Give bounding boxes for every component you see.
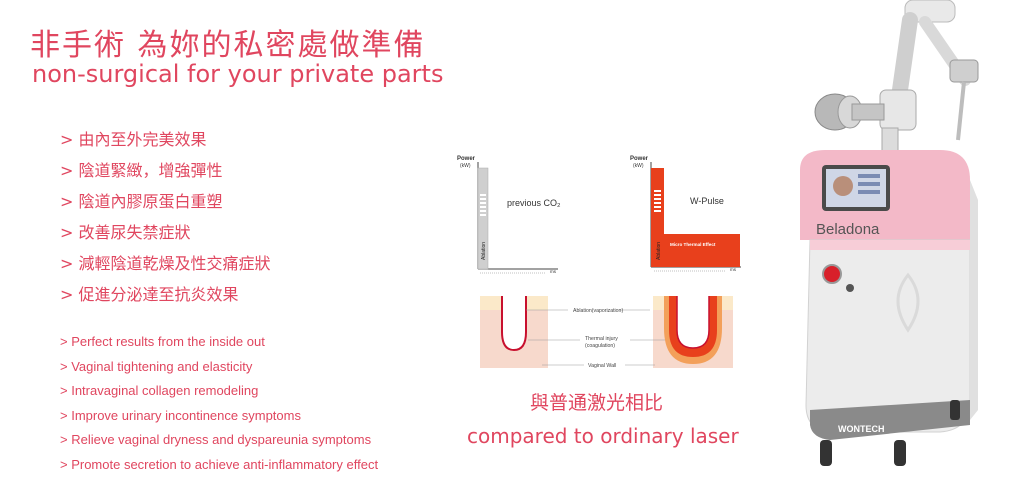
co2-pulse-bar: [477, 167, 489, 270]
list-item: > Perfect results from the inside out: [60, 334, 265, 349]
device-arm: [814, 0, 979, 159]
coagulation-label: (coagulation): [585, 343, 615, 349]
device-maker: WONTECH: [838, 424, 885, 434]
comparison-caption-zh: 與普通激光相比: [530, 392, 664, 414]
power-unit-label: (kW): [460, 163, 471, 169]
list-item: > Intravaginal collagen remodeling: [60, 383, 259, 399]
ablation-vaporization-label: Ablation(vaporization): [573, 308, 623, 314]
comparison-caption-en: compared to ordinary laser: [467, 424, 739, 448]
tissue-legend: Ablation(vaporization) Thermal injury (c…: [526, 308, 665, 369]
page-title-en: non-surgical for your private parts: [32, 60, 444, 88]
benefits-list-en: > Perfect results from the inside out > …: [60, 330, 378, 478]
list-item: > 陰道內膠原蛋白重塑: [60, 192, 223, 211]
list-item: > 由內至外完美效果: [60, 130, 207, 149]
co2-pulse-graph: Power (kW) Ablation previous CO₂ ms: [457, 156, 561, 274]
list-item: > Vaginal tightening and elasticity: [60, 358, 253, 374]
ablation-label: Ablation: [656, 242, 662, 260]
power-axis-label: Power: [457, 156, 476, 162]
list-item: > Promote secretion to achieve anti-infl…: [60, 456, 379, 472]
time-unit-label: ms: [730, 267, 737, 272]
list-item: > 減輕陰道乾燥及性交痛症狀: [60, 254, 271, 273]
list-item: > Relieve vaginal dryness and dyspareuni…: [60, 432, 372, 448]
co2-tissue-illustration: [480, 296, 548, 368]
list-item: > 促進分泌達至抗炎效果: [60, 285, 239, 304]
thermal-injury-label: Thermal injury: [585, 336, 618, 342]
micro-thermal-bar: [664, 234, 740, 267]
previous-co2-label: previous CO₂: [507, 198, 561, 208]
wpulse-ablation-bar: [651, 168, 664, 267]
list-item: > 陰道緊緻，增強彈性: [60, 161, 223, 180]
laser-device-image: Beladona WONTECH: [800, 0, 979, 466]
device-body: Beladona WONTECH: [800, 150, 978, 466]
list-item: > Improve urinary incontinence symptoms: [60, 407, 301, 423]
laser-comparison-diagram: Power (kW) Ablation previous CO₂ ms Powe…: [457, 156, 741, 369]
power-axis-label: Power: [630, 156, 649, 162]
micro-thermal-label: Micro Thermal Effect: [670, 242, 716, 247]
time-unit-label: ms: [550, 269, 557, 274]
wpulse-label: W-Pulse: [690, 196, 724, 206]
device-brand: Beladona: [816, 221, 880, 238]
page-title-zh: 非手術 為妳的私密處做準備: [30, 28, 426, 63]
list-item: > 改善尿失禁症狀: [60, 223, 191, 242]
power-unit-label: (kW): [633, 163, 644, 169]
wpulse-tissue-illustration: [653, 296, 733, 368]
wpulse-graph: Power (kW) Ablation W-Pulse Micro Therma…: [630, 156, 741, 272]
benefits-list-zh: > 由內至外完美效果 > 陰道緊緻，增強彈性 > 陰道內膠原蛋白重塑 > 改善尿…: [60, 124, 271, 310]
ablation-label: Ablation: [481, 242, 487, 260]
vaginal-wall-label: Vaginal Wall: [588, 363, 616, 369]
